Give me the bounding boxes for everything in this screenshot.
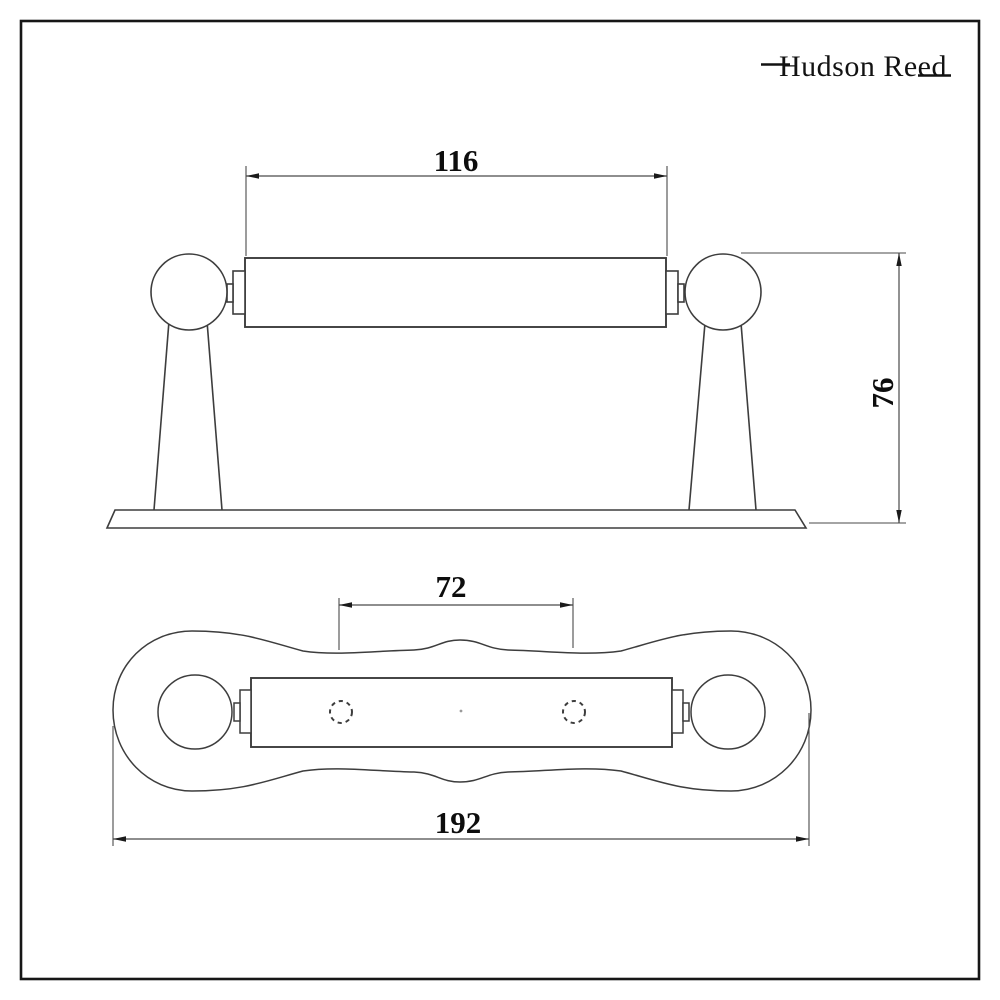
dimension-hole-spacing: 72 (338, 569, 574, 650)
arrowhead-right-icon (796, 836, 809, 842)
left-connector-flange-plan (239, 689, 252, 734)
dimension-value-192: 192 (435, 805, 482, 840)
arrowhead-up-icon (896, 253, 902, 266)
sheet-border (19, 19, 981, 981)
arrowhead-right-icon (654, 173, 667, 179)
dimension-value-72: 72 (436, 569, 467, 604)
fixing-hole-left (329, 700, 353, 724)
left-post (153, 320, 223, 511)
left-post-right-edge (206, 320, 223, 511)
right-post-right-edge (740, 322, 757, 511)
arrowhead-down-icon (896, 510, 902, 523)
arrowhead-left-icon (113, 836, 126, 842)
arrowhead-left-icon (339, 602, 352, 608)
fixing-hole-right (562, 700, 586, 724)
right-connector-neck (677, 283, 685, 303)
left-ball-plan (157, 674, 233, 750)
right-post (688, 322, 757, 511)
arrowhead-right-icon (560, 602, 573, 608)
left-connector-neck-plan (233, 702, 241, 722)
left-connector-flange (232, 270, 246, 315)
right-connector-neck-plan (682, 702, 690, 722)
right-ball-finial (684, 253, 762, 331)
left-post-left-edge (153, 320, 170, 511)
centre-mark (459, 709, 463, 713)
right-post-left-edge (688, 322, 706, 511)
dimension-rail-length: 116 (245, 143, 668, 256)
rail-bar-plan (250, 677, 673, 748)
brand-logo: Hudson Reed (761, 50, 951, 83)
rail-bar-front (244, 257, 667, 328)
left-connector-neck (226, 283, 234, 303)
left-ball-finial (150, 253, 228, 331)
dimension-overall-height: 76 (741, 252, 906, 524)
dimension-value-116: 116 (434, 143, 479, 178)
base-plinth (105, 509, 808, 529)
front-elevation-view (105, 253, 808, 529)
dimension-value-76: 76 (865, 378, 900, 409)
plan-view (112, 630, 812, 792)
right-connector-flange (665, 270, 679, 315)
right-connector-flange-plan (671, 689, 684, 734)
arrowhead-left-icon (246, 173, 259, 179)
right-ball-plan (690, 674, 766, 750)
brand-name: Hudson Reed (779, 50, 947, 83)
dimension-overall-length: 192 (112, 713, 810, 846)
